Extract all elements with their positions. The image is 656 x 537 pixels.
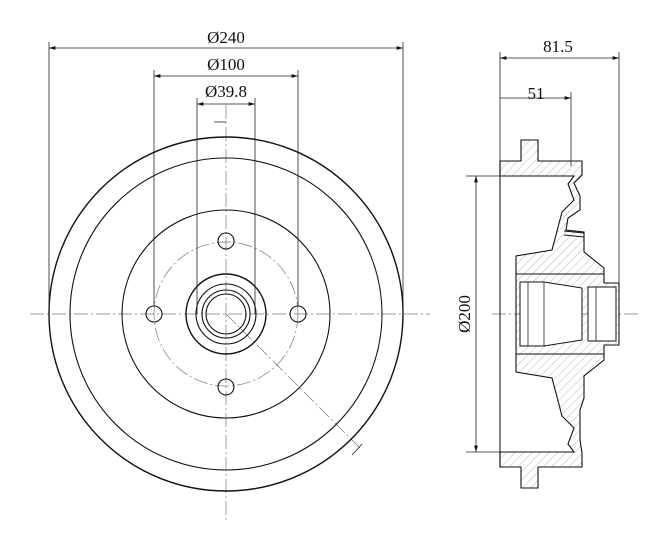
outer-diameter-label: Ø240: [207, 28, 245, 47]
inner-diameter-label: Ø200: [455, 295, 474, 333]
front-diagonal-centerline: [225, 313, 361, 449]
side-view: 81.5 51 Ø200: [455, 37, 640, 489]
center-bore-outer-circle: [201, 289, 251, 339]
overall-width-label: 81.5: [543, 37, 573, 56]
center-bore-circle: [205, 293, 247, 335]
bolt-circle-line: [153, 241, 299, 387]
inner-step-line: [563, 230, 585, 234]
hub-width-label: 51: [528, 84, 545, 103]
hub-ring-circle: [195, 283, 257, 345]
bolt-hole-bottom: [217, 378, 235, 396]
dimension-hub-width: 51: [500, 84, 572, 166]
dimension-center-bore: Ø39.8: [196, 82, 256, 314]
bolt-circle-label: Ø100: [207, 55, 245, 74]
bolt-hole-top: [217, 232, 235, 250]
drum-face-circle: [121, 209, 331, 419]
drum-inner-rim-circle: [69, 157, 383, 471]
dimension-bolt-circle: Ø100: [153, 55, 299, 306]
dimension-inner-diameter: Ø200: [455, 175, 500, 453]
center-bore-label: Ø39.8: [205, 82, 247, 101]
hub-outer-circle: [185, 273, 267, 355]
dimension-outer-diameter: Ø240: [48, 28, 404, 314]
drum-bottom-wall-section: [499, 353, 605, 489]
diagonal-leader-tick: [351, 443, 363, 456]
dimension-overall-width: 81.5: [499, 37, 620, 283]
drum-top-wall-section: [499, 139, 605, 275]
front-view: Ø240 Ø100 Ø39.8: [30, 28, 430, 520]
hub-bearing-seat: [587, 286, 617, 342]
hub-bore: [519, 281, 583, 347]
